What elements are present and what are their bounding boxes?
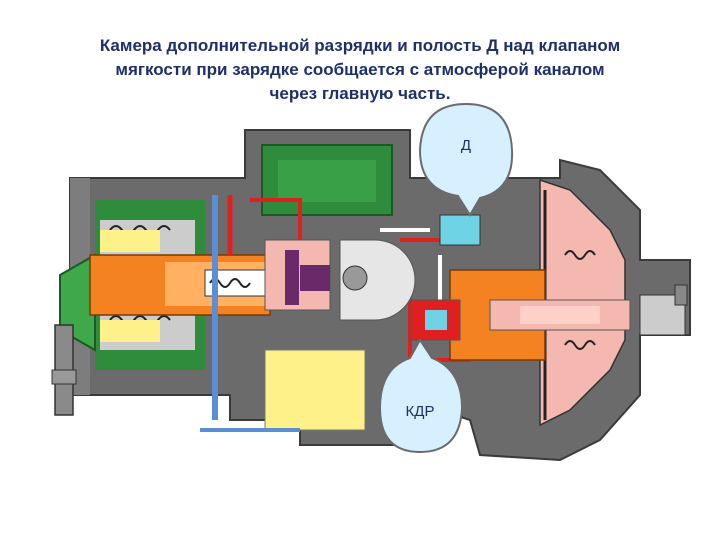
right-piston — [409, 214, 631, 361]
callout-kdr: КДР — [378, 338, 464, 454]
callout-kdr-label: КДР — [406, 403, 435, 420]
top-chamber — [261, 144, 393, 216]
yellow-chambers — [100, 230, 366, 431]
title-line-3: через главную часть. — [269, 84, 451, 103]
callout-d-label: Д — [461, 137, 471, 154]
main-piston — [89, 254, 271, 316]
end-plug — [639, 284, 688, 336]
callout-d: Д — [418, 102, 514, 217]
central-valve — [264, 239, 416, 321]
left-springs — [109, 225, 171, 325]
title-line-2: мягкости при зарядке сообщается с атмосф… — [115, 60, 605, 79]
slide-title: Камера дополнительной разрядки и полость… — [30, 34, 690, 106]
title-line-1: Камера дополнительной разрядки и полость… — [99, 36, 621, 55]
